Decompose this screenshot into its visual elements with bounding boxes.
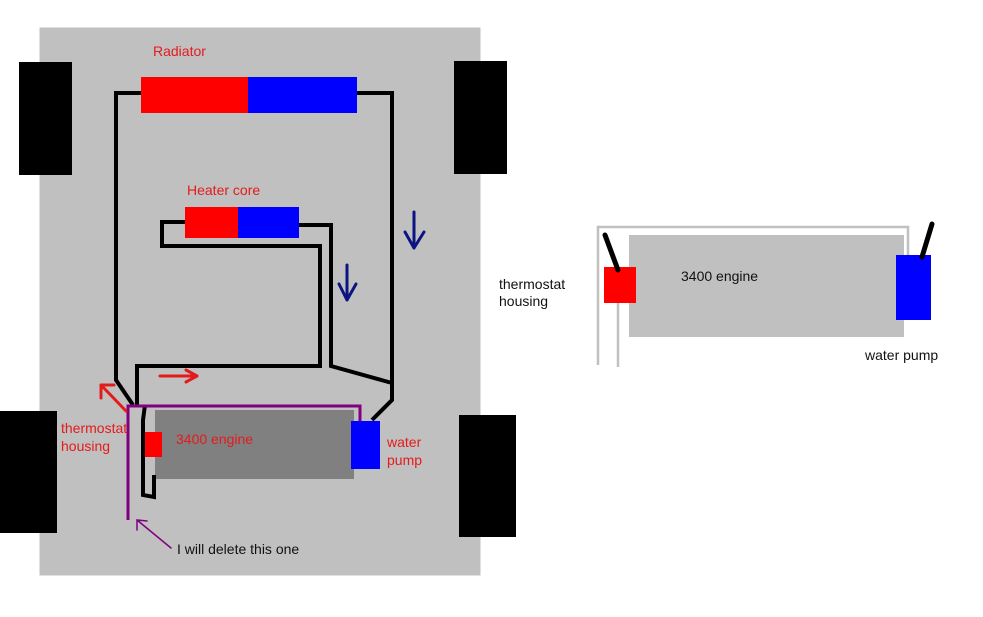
- hose-heater-inlet: [135, 220, 322, 405]
- thermostat-housing-label-right-line1: thermostat: [499, 276, 566, 292]
- tire-rear-left: [0, 411, 57, 533]
- thermostat-housing-left: [145, 432, 162, 457]
- arrow-up-left-icon: [99, 383, 128, 413]
- hose-right-pump-upper: [919, 221, 935, 260]
- heater-core-cold-half: [238, 207, 299, 238]
- hose-heater-return: [299, 223, 393, 385]
- radiator-cold-half: [248, 77, 357, 113]
- note-pointer-arrow-icon: [136, 519, 172, 549]
- hose-right-thermostat-upper: [602, 232, 621, 273]
- engine-block-left: [155, 410, 354, 479]
- thermostat-housing-label-line2: housing: [61, 438, 111, 454]
- delete-note-label: I will delete this one: [177, 541, 300, 557]
- hose-radiator-outer-right: [357, 91, 394, 422]
- water-pump-label-line1: water: [387, 434, 422, 450]
- tire-front-right: [454, 61, 507, 174]
- water-pump-label-right: water pump: [865, 347, 939, 363]
- thermostat-housing-label-right-line2: housing: [499, 293, 549, 309]
- hose-thermostat-bypass: [141, 404, 156, 500]
- water-pump-label-line2: pump: [387, 452, 423, 468]
- tire-front-left: [19, 62, 72, 175]
- engine-label-left: 3400 engine: [176, 431, 254, 447]
- thermostat-housing-right: [604, 267, 636, 303]
- arrow-down-icon: [337, 263, 358, 302]
- heater-core-label: Heater core: [187, 182, 261, 198]
- heater-core-hot-half: [185, 207, 238, 238]
- tire-rear-right: [459, 415, 516, 537]
- water-pump-right: [896, 255, 931, 320]
- arrow-down-icon: [403, 210, 426, 250]
- engine-label-right: 3400 engine: [681, 268, 759, 284]
- purple-bypass-line: [126, 404, 362, 520]
- water-pump-left: [351, 421, 380, 469]
- thermostat-housing-label-line1: thermostat: [61, 420, 128, 436]
- radiator-label: Radiator: [153, 43, 206, 59]
- arrow-right-icon: [158, 368, 199, 384]
- hose-right-outer: [596, 225, 910, 365]
- radiator-hot-half: [141, 77, 248, 113]
- engine-block-right: [629, 235, 904, 337]
- hose-radiator-outer-left: [114, 91, 141, 407]
